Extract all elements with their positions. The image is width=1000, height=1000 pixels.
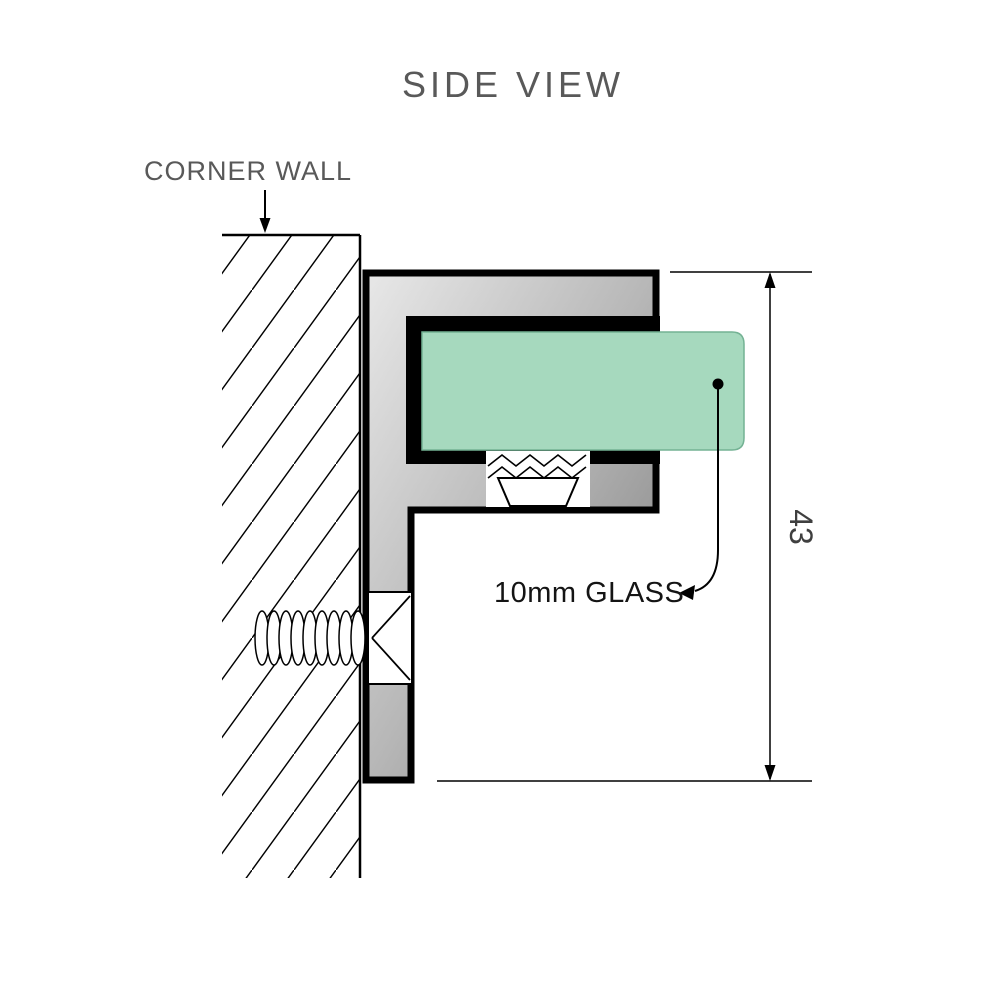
grub-screw-body [496,477,580,507]
grub-screw [486,451,590,507]
glass-label: 10mm GLASS [494,577,684,609]
fixing-screw-head-bevel-top [371,595,411,639]
glass-panel [422,332,744,450]
fixing-screw-head-bevel-bottom [371,637,411,681]
glass-leader-arrow-icon [679,585,695,600]
dimension-label: 43 [783,509,819,545]
fixing-screw [254,591,413,685]
corner-wall-arrow-icon [259,218,271,233]
glass-panel-edge [421,331,745,451]
grub-screw-thread-bottom [487,465,587,480]
grub-screw-thread-top [487,453,587,468]
page-title: SIDE VIEW [402,64,624,105]
glass-leader-line [694,384,719,592]
wall-hatching [222,236,359,878]
corner-wall-label: CORNER WALL [144,156,352,186]
fixing-screw-head [367,591,413,685]
dimension-arrow-up-icon [764,272,776,288]
fixing-screw-thread [254,610,366,666]
dimension-arrow-down-icon [764,765,776,781]
dimension-43: 43 [437,271,819,782]
corner-wall-callout: CORNER WALL [144,156,352,233]
glass-callout: 10mm GLASS [494,378,724,609]
wall-section [222,233,362,878]
